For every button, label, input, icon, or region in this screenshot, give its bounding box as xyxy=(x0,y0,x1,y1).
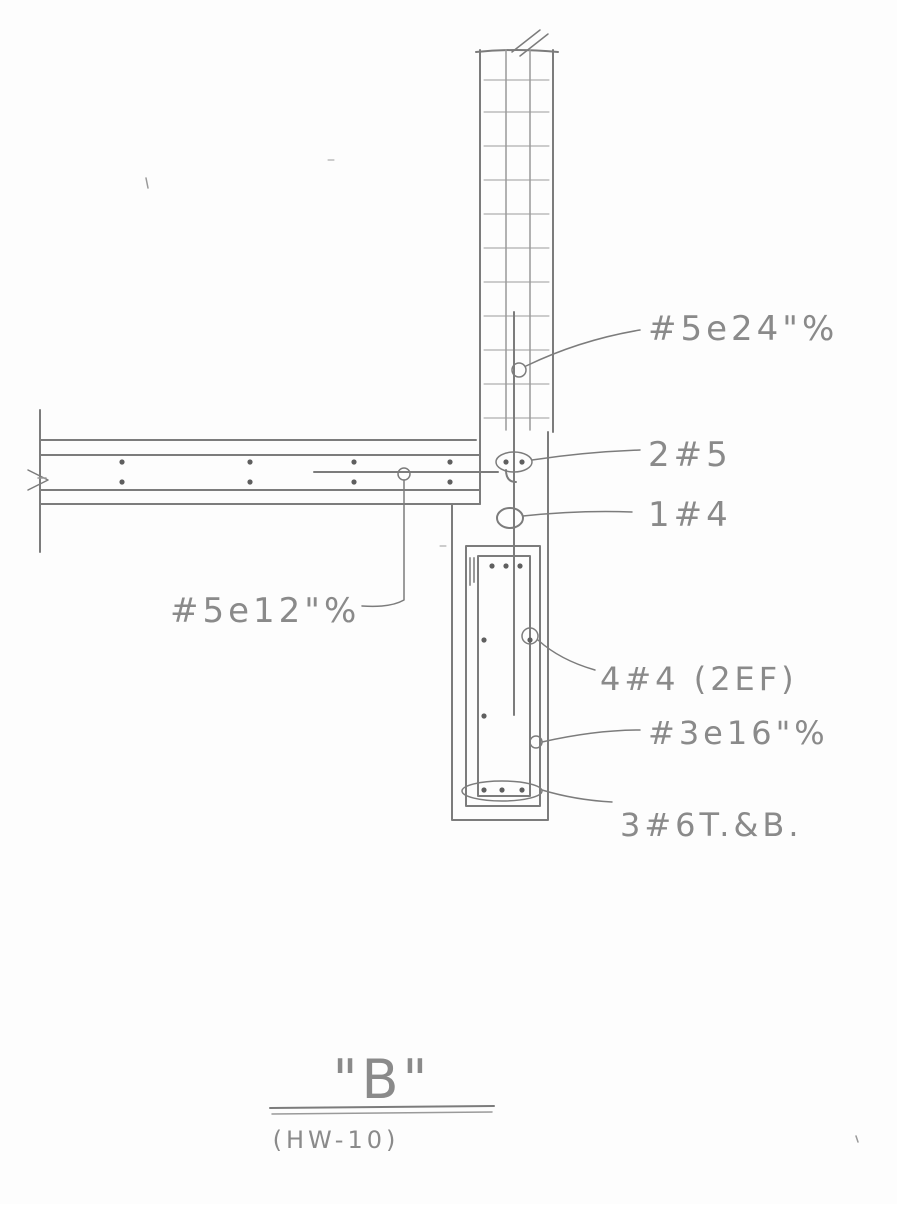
label-slab-bars: #5e12"% xyxy=(170,591,360,631)
label-corner-bar: 1#4 xyxy=(648,495,732,535)
slab xyxy=(27,409,499,553)
label-bottom-bars: 3#6T.&B. xyxy=(620,806,803,844)
detail-title-block: "B" (HW-10) xyxy=(269,1048,495,1154)
stray-marks xyxy=(145,159,859,1143)
detail-reference: (HW-10) xyxy=(273,1126,400,1154)
detail-title: "B" xyxy=(333,1048,432,1111)
footing-beam xyxy=(451,431,549,821)
label-top-bars: 2#5 xyxy=(648,435,732,475)
label-side-bars: 4#4 (2EF) xyxy=(600,660,798,698)
label-stirrups: #3e16"% xyxy=(648,714,829,752)
label-vertical-bars: #5e24"% xyxy=(648,309,838,349)
callouts xyxy=(361,329,641,803)
wall-stem xyxy=(475,29,559,716)
